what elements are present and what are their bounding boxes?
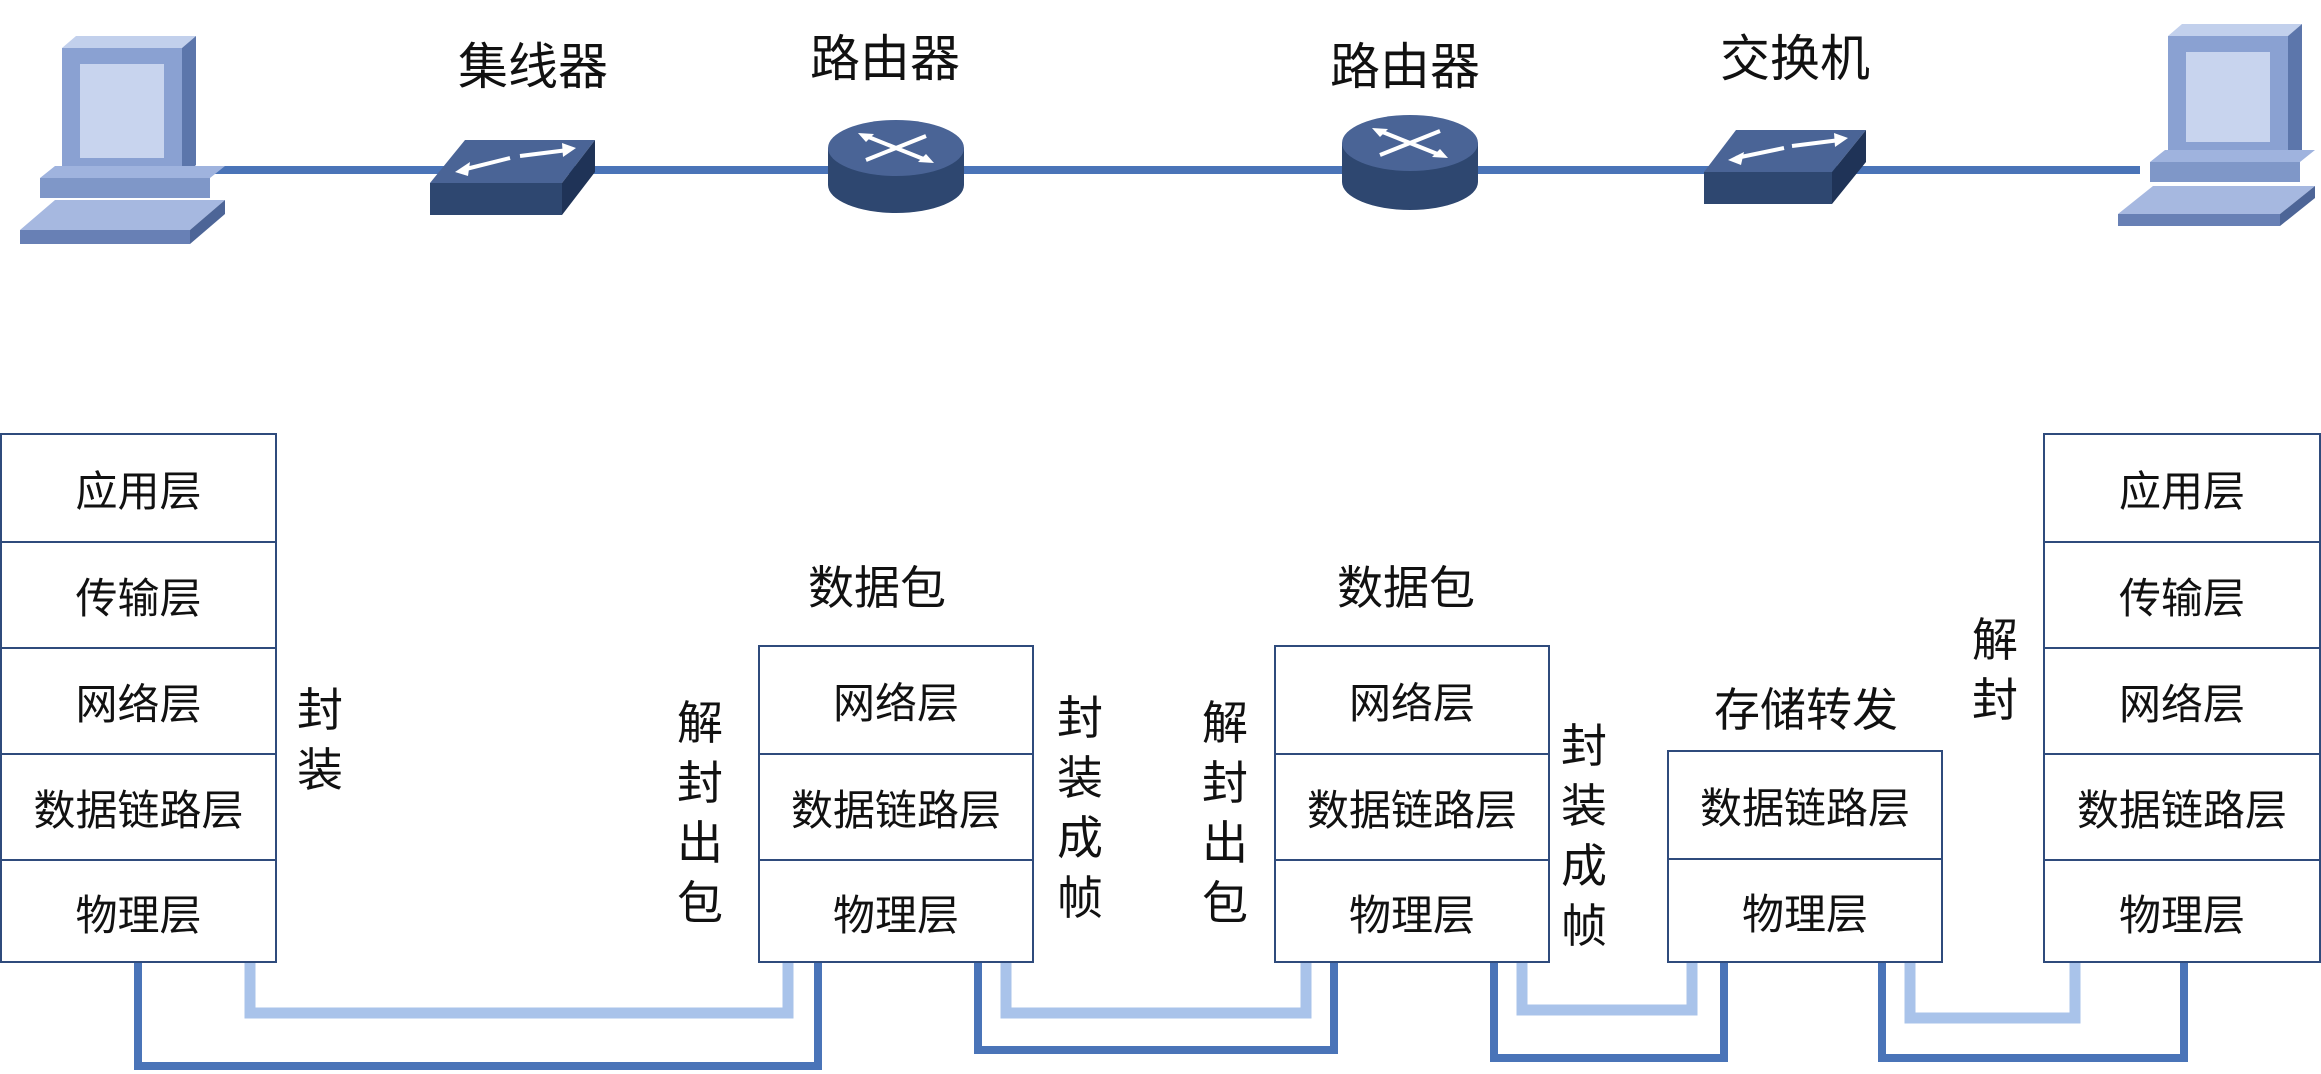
switch-data-link-layer: 数据链路层: [1699, 783, 1910, 833]
physical-link-4: [1878, 960, 2188, 1062]
right-host-stack: 应用层 传输层 网络层 数据链路层 物理层: [2043, 433, 2321, 963]
router1-physical-layer: 物理层: [760, 859, 1032, 963]
router2-network-layer: 网络层: [1348, 678, 1475, 728]
router-label-2: 路由器: [1330, 38, 1480, 96]
switch-icon: [1704, 130, 1866, 204]
left-computer-icon: [20, 36, 225, 244]
router-icon-1: [828, 120, 964, 213]
encapsulate-label: 封 装: [297, 683, 343, 797]
physical-links: [134, 960, 2188, 1070]
store-forward-label: 存储转发: [1714, 683, 1898, 737]
left-transport-layer: 传输层: [2, 541, 275, 647]
packet-label-2: 数据包: [1337, 561, 1475, 615]
packet-label-1: 数据包: [808, 561, 946, 615]
decap-packet-label-1: 解 封 出 包: [677, 696, 723, 930]
hub-label: 集线器: [458, 38, 608, 96]
router1-network-layer: 网络层: [832, 678, 959, 728]
encap-frame-label-2: 封 装 成 帧: [1561, 719, 1607, 953]
router2-physical-layer: 物理层: [1276, 859, 1548, 963]
decapsulate-label: 解 封: [1972, 613, 2018, 727]
left-host-stack: 应用层 传输层 网络层 数据链路层 物理层: [0, 433, 277, 963]
router1-stack: 网络层 数据链路层 物理层: [758, 645, 1034, 963]
switch-stack: 数据链路层 物理层: [1667, 750, 1943, 963]
switch-physical-layer: 物理层: [1669, 858, 1941, 963]
router1-data-link-layer: 数据链路层: [760, 753, 1032, 859]
right-transport-layer: 传输层: [2045, 541, 2319, 647]
right-application-layer: 应用层: [2118, 466, 2245, 516]
right-computer-icon: [2118, 24, 2315, 226]
router2-data-link-layer: 数据链路层: [1276, 753, 1548, 859]
left-physical-layer: 物理层: [2, 859, 275, 963]
hub-icon: [430, 140, 595, 215]
right-data-link-layer: 数据链路层: [2045, 753, 2319, 859]
left-application-layer: 应用层: [75, 466, 202, 516]
right-network-layer: 网络层: [2045, 647, 2319, 753]
router-label-1: 路由器: [810, 30, 960, 88]
physical-link-3: [1490, 960, 1728, 1062]
encap-frame-label-1: 封 装 成 帧: [1057, 691, 1103, 925]
physical-link-2: [974, 960, 1338, 1054]
router-icon-2: [1342, 115, 1478, 210]
left-network-layer: 网络层: [2, 647, 275, 753]
left-data-link-layer: 数据链路层: [2, 753, 275, 859]
right-physical-layer: 物理层: [2045, 859, 2319, 963]
physical-link-1: [134, 960, 822, 1070]
router2-stack: 网络层 数据链路层 物理层: [1274, 645, 1550, 963]
decap-packet-label-2: 解 封 出 包: [1202, 696, 1248, 930]
switch-label: 交换机: [1720, 30, 1870, 88]
